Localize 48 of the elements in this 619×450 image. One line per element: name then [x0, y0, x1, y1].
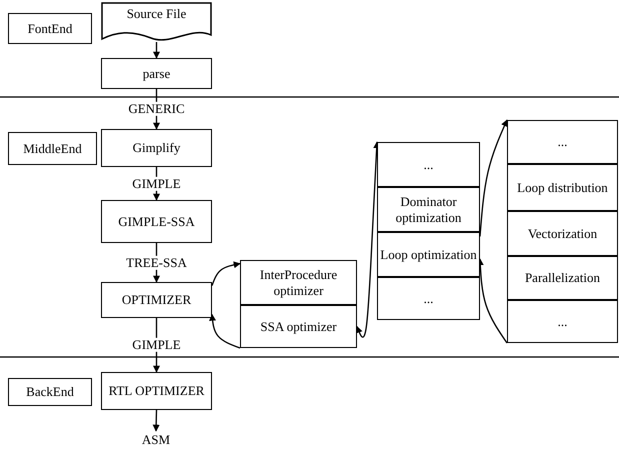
node-text: Vectorization: [526, 226, 598, 242]
arrow: [209, 314, 240, 349]
node-text: Loop distribution: [516, 180, 609, 196]
process-box: [240, 305, 357, 348]
process-box: [507, 211, 618, 256]
process-box: [101, 129, 212, 167]
node-text: InterProcedure optimizer: [258, 266, 338, 298]
node-text: MiddleEnd: [22, 140, 83, 156]
node-text: Dominator optimization: [394, 194, 462, 226]
node-text: Loop optimization: [379, 246, 478, 262]
edge-label: TREE-SSA: [125, 255, 188, 270]
section-label: [8, 132, 97, 165]
node-text: OPTIMIZER: [120, 292, 192, 308]
process-box: [101, 282, 212, 318]
edge-label: GENERIC: [127, 102, 186, 116]
node-text: ...: [556, 314, 568, 330]
arrow: [152, 410, 160, 432]
node-text: ...: [422, 156, 434, 172]
node-text: Gimplify: [132, 140, 182, 156]
node-text: BackEnd: [25, 384, 75, 400]
section-label: [8, 378, 92, 406]
process-box: [507, 300, 618, 343]
process-box: [101, 372, 212, 410]
node-text: parse: [142, 66, 172, 82]
process-box: [377, 232, 480, 277]
node-text: ...: [556, 134, 568, 150]
process-box: [101, 58, 212, 89]
process-box: [507, 120, 618, 164]
edge-label: GIMPLE: [131, 338, 182, 352]
edge-label: GIMPLE: [131, 176, 182, 191]
arrow: [211, 261, 241, 286]
process-box: [377, 277, 480, 320]
process-box: [240, 260, 357, 305]
arrow: [153, 42, 160, 59]
node-text: Source File: [126, 6, 188, 22]
process-box: [507, 256, 618, 300]
process-box: [377, 142, 480, 187]
node-text: FontEnd: [26, 20, 74, 36]
section-label: [8, 13, 92, 44]
node-text: ...: [422, 290, 434, 306]
output-label: ASM: [140, 432, 172, 448]
node-text: Parallelization: [524, 270, 602, 286]
process-box: [507, 164, 618, 211]
node-text: SSA optimizer: [259, 318, 338, 334]
node-text: GIMPLE-SSA: [117, 214, 196, 230]
node-text: RTL OPTIMIZER: [108, 383, 206, 399]
process-box: [377, 187, 480, 232]
process-box: [101, 200, 212, 243]
